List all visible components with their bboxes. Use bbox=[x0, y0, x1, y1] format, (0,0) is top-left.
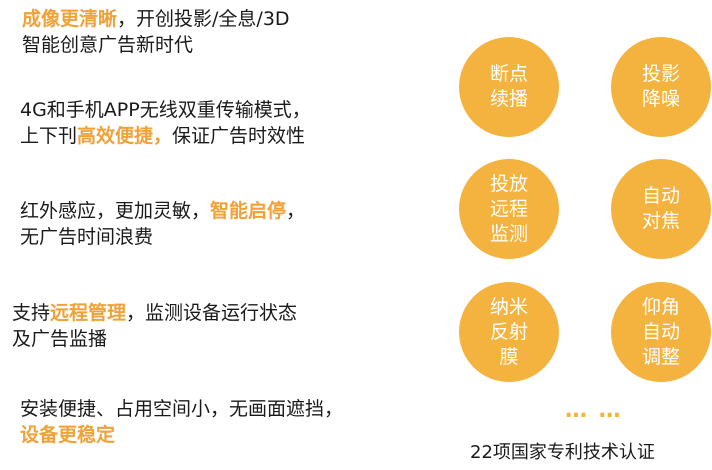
feature-highlight: 高效便捷， bbox=[77, 125, 173, 147]
badge-auto-focus: 自动 对焦 bbox=[611, 159, 711, 259]
badge-breakpoint-resume: 断点 续播 bbox=[459, 37, 559, 137]
more-ellipsis: … … bbox=[565, 398, 623, 423]
badge-elevation-auto-adjust: 仰角 自动 调整 bbox=[611, 282, 711, 382]
badge-label: 投放 远程 监测 bbox=[489, 172, 528, 245]
feature-infrared-sensing: 红外感应，更加灵敏，智能启停， 无广告时间浪费 bbox=[20, 198, 305, 250]
feature-text: 红外感应，更加灵敏， bbox=[20, 200, 211, 222]
feature-line: 无广告时间浪费 bbox=[20, 226, 154, 248]
badge-projection-noise-reduction: 投影 降噪 bbox=[611, 37, 711, 137]
badge-remote-monitoring: 投放 远程 监测 bbox=[459, 159, 559, 259]
feature-text: ， bbox=[286, 200, 306, 222]
feature-highlight: 远程管理 bbox=[50, 302, 127, 324]
feature-line: 安装便捷、占用空间小，无画面遮挡， bbox=[20, 398, 344, 420]
badge-label: 纳米 反射 膜 bbox=[489, 295, 528, 368]
feature-text: ，开创投影/全息/3D bbox=[117, 8, 290, 30]
feature-highlight: 成像更清晰 bbox=[22, 8, 118, 30]
feature-line: 上下刊高效便捷，保证广告时效性 bbox=[20, 123, 311, 149]
feature-line: 及广告监播 bbox=[12, 328, 108, 350]
feature-image-clarity: 成像更清晰，开创投影/全息/3D 智能创意广告新时代 bbox=[22, 6, 290, 58]
patent-caption: 22项国家专利技术认证 bbox=[470, 442, 655, 463]
feature-text: 上下刊 bbox=[20, 125, 78, 147]
feature-line: 成像更清晰，开创投影/全息/3D bbox=[22, 6, 290, 32]
feature-line: 4G和手机APP无线双重传输模式， bbox=[20, 99, 311, 121]
feature-text: 支持 bbox=[12, 302, 51, 324]
feature-line: 设备更稳定 bbox=[20, 422, 343, 448]
badge-label: 投影 降噪 bbox=[641, 63, 680, 110]
feature-wireless-transmission: 4G和手机APP无线双重传输模式， 上下刊高效便捷，保证广告时效性 bbox=[20, 97, 311, 149]
badge-label: 自动 对焦 bbox=[641, 185, 680, 232]
feature-easy-install: 安装便捷、占用空间小，无画面遮挡， 设备更稳定 bbox=[20, 396, 343, 448]
feature-line: 智能创意广告新时代 bbox=[22, 34, 194, 56]
feature-remote-management: 支持远程管理，监测设备运行状态 及广告监播 bbox=[12, 300, 297, 352]
badge-nano-reflective-film: 纳米 反射 膜 bbox=[459, 282, 559, 382]
feature-line: 红外感应，更加灵敏，智能启停， bbox=[20, 198, 305, 224]
badge-label: 断点 续播 bbox=[489, 63, 528, 110]
feature-highlight: 设备更稳定 bbox=[20, 424, 116, 446]
feature-line: 支持远程管理，监测设备运行状态 bbox=[12, 300, 297, 326]
feature-text: 保证广告时效性 bbox=[172, 125, 306, 147]
feature-highlight: 智能启停 bbox=[210, 200, 287, 222]
badge-label: 仰角 自动 调整 bbox=[641, 295, 680, 368]
feature-text: ，监测设备运行状态 bbox=[126, 302, 298, 324]
